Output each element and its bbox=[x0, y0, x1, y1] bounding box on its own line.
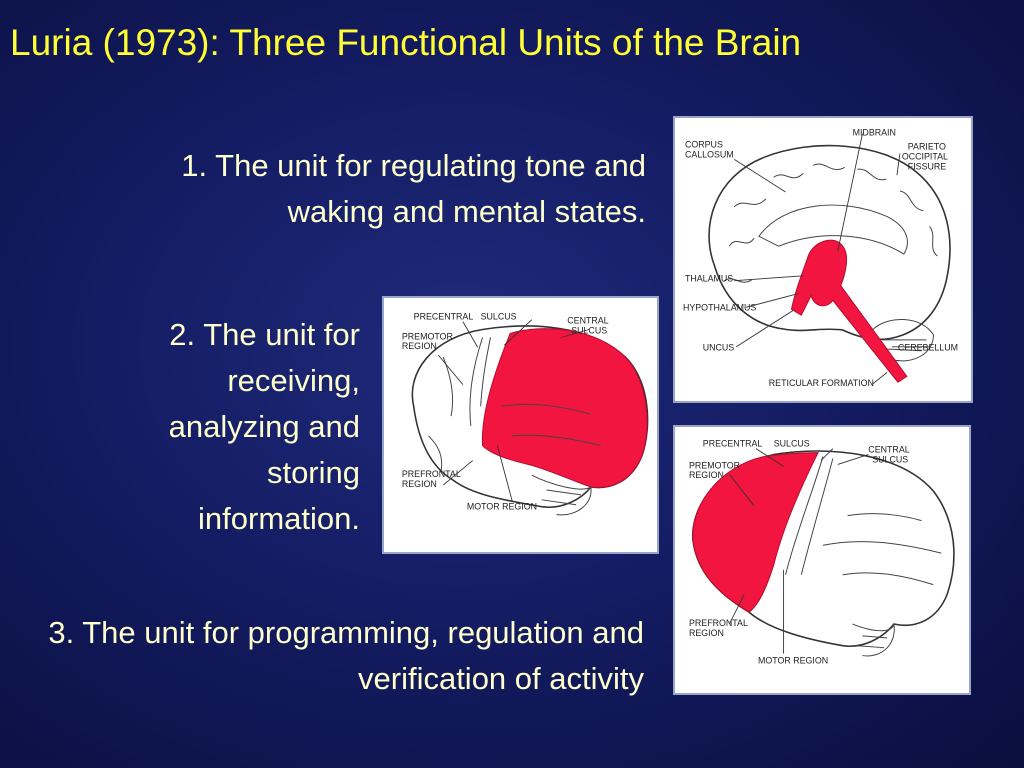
label-premotor-1: PREMOTOR bbox=[402, 331, 453, 341]
label-precentral: PRECENTRAL bbox=[414, 312, 474, 322]
label-central-1: CENTRAL bbox=[567, 316, 608, 326]
label-premotor-1: PREMOTOR bbox=[689, 460, 740, 470]
label-prefrontal-2: REGION bbox=[402, 479, 437, 489]
posterior-brain-illustration: PRECENTRAL SULCUS CENTRAL SULCUS PREMOTO… bbox=[402, 312, 649, 516]
frontal-region-highlight bbox=[692, 452, 819, 613]
label-corpus-callosum-1: CORPUS bbox=[685, 140, 723, 150]
label-motor-region: MOTOR REGION bbox=[467, 502, 537, 512]
label-central-1: CENTRAL bbox=[868, 445, 909, 455]
label-prefrontal-2: REGION bbox=[689, 628, 724, 638]
label-parieto-3: FISSURE bbox=[908, 161, 946, 171]
frontal-brain-outline bbox=[692, 450, 955, 648]
label-sulcus: SULCUS bbox=[774, 439, 810, 449]
frontal-brain-diagram: PRECENTRAL SULCUS CENTRAL SULCUS PREMOTO… bbox=[673, 425, 971, 695]
reticular-formation-highlight bbox=[790, 239, 908, 383]
label-parieto-2: OCCIPITAL bbox=[902, 151, 948, 161]
slide-title: Luria (1973): Three Functional Units of … bbox=[10, 22, 802, 63]
posterior-brain-diagram: PRECENTRAL SULCUS CENTRAL SULCUS PREMOTO… bbox=[382, 296, 659, 554]
label-precentral: PRECENTRAL bbox=[703, 439, 763, 449]
label-sulcus: SULCUS bbox=[481, 312, 517, 322]
label-uncus: UNCUS bbox=[703, 343, 735, 353]
label-reticular-formation: RETICULAR FORMATION bbox=[769, 378, 874, 388]
label-motor-region: MOTOR REGION bbox=[758, 655, 828, 665]
medial-brain-diagram: CORPUS CALLOSUM MIDBRAIN PARIETO OCCIPIT… bbox=[673, 116, 973, 403]
frontal-brain-illustration: PRECENTRAL SULCUS CENTRAL SULCUS PREMOTO… bbox=[689, 439, 955, 665]
unit-1-text: 1. The unit for regulating tone and waki… bbox=[181, 148, 646, 229]
label-corpus-callosum-2: CALLOSUM bbox=[685, 149, 734, 159]
label-central-2: SULCUS bbox=[571, 325, 607, 335]
unit-2-text: 2. The unit for receiving, analyzing and… bbox=[168, 317, 360, 536]
label-cerebellum: CEREBELLUM bbox=[898, 343, 958, 353]
medial-brain-outline bbox=[708, 144, 951, 341]
label-prefrontal-1: PREFRONTAL bbox=[402, 469, 461, 479]
label-thalamus: THALAMUS bbox=[685, 274, 733, 284]
label-premotor-2: REGION bbox=[689, 470, 724, 480]
label-prefrontal-1: PREFRONTAL bbox=[689, 618, 748, 628]
label-premotor-2: REGION bbox=[402, 341, 437, 351]
medial-brain-illustration: CORPUS CALLOSUM MIDBRAIN PARIETO OCCIPIT… bbox=[683, 128, 958, 388]
label-central-2: SULCUS bbox=[872, 454, 908, 464]
label-midbrain: MIDBRAIN bbox=[853, 128, 896, 138]
unit-3-text: 3. The unit for programming, regulation … bbox=[48, 615, 644, 696]
corpus-callosum-curve bbox=[758, 204, 908, 255]
label-hypothalamus: HYPOTHALAMUS bbox=[683, 302, 756, 312]
label-parieto-1: PARIETO bbox=[908, 142, 946, 152]
